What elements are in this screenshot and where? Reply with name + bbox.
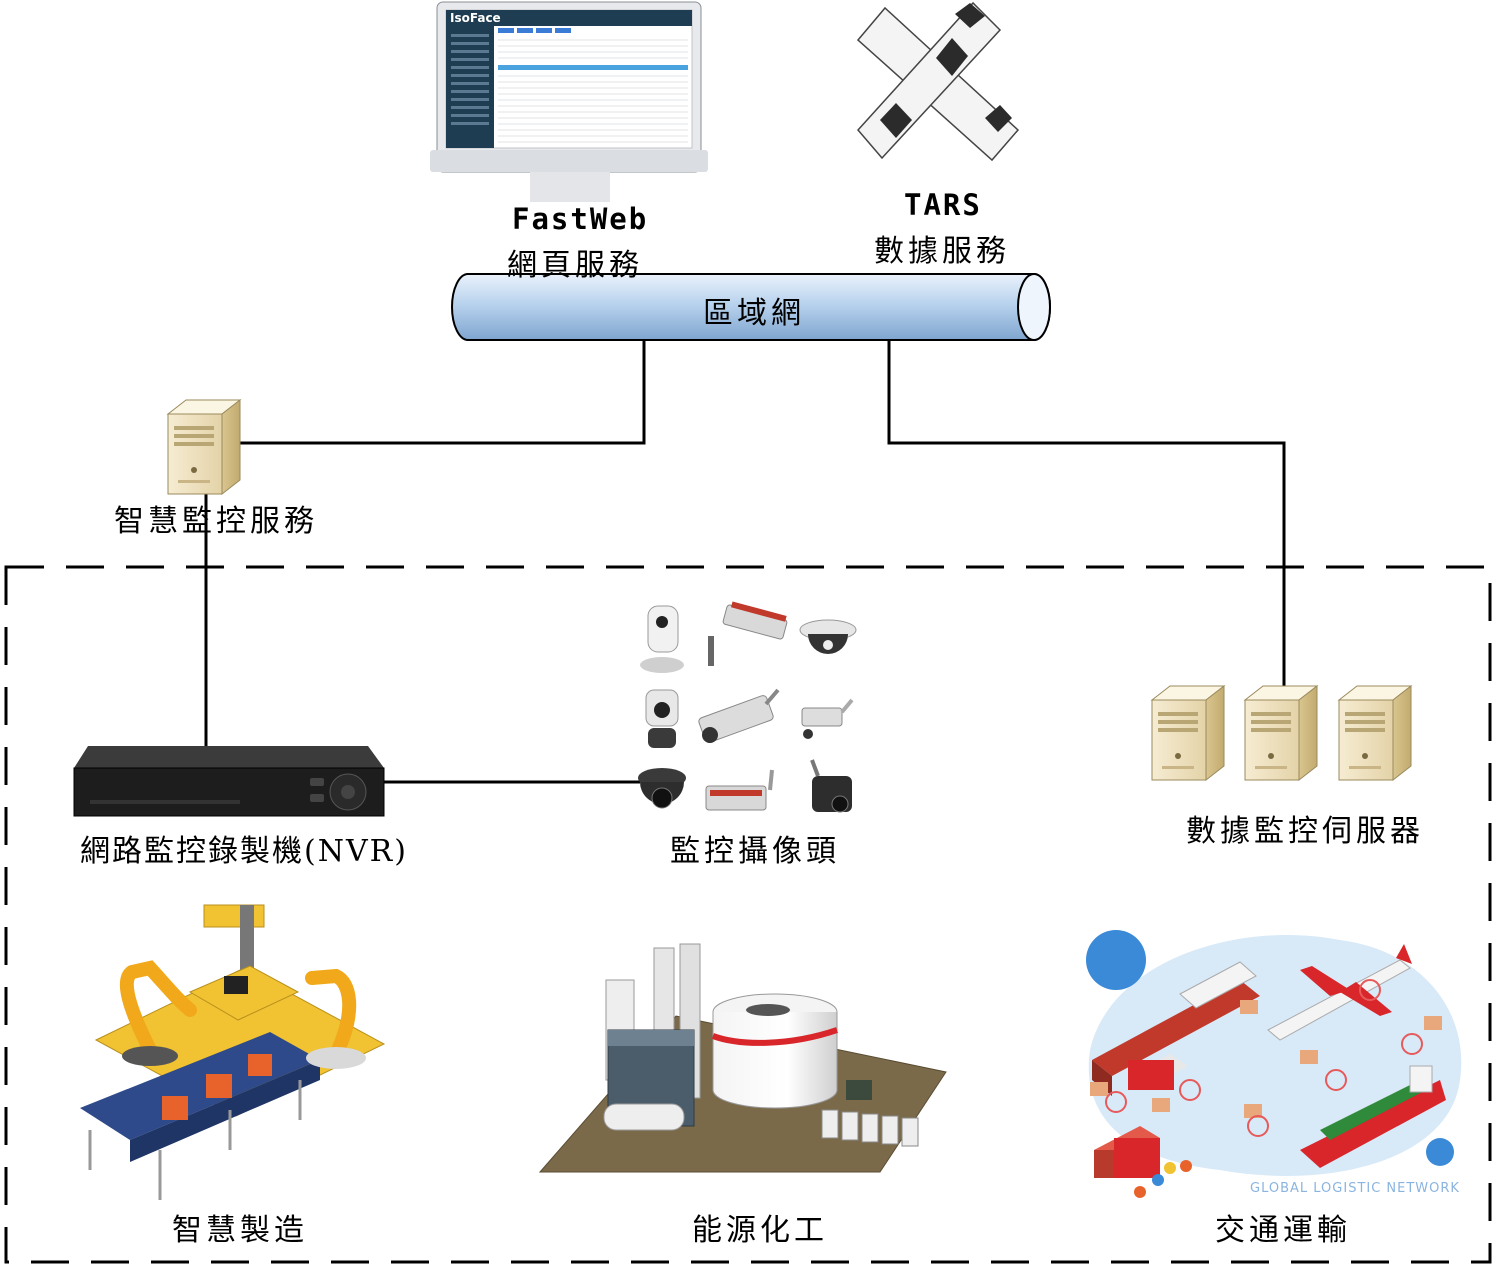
energy-chemical-illustration	[538, 943, 947, 1173]
manufacturing-label: 智慧製造	[172, 1213, 308, 1248]
fastweb-service-label: 網頁服務	[507, 248, 643, 283]
transport-label: 交通運輸	[1215, 1213, 1351, 1248]
smart-manufacturing-illustration	[80, 904, 386, 1200]
data-servers-label: 數據監控伺服器	[1186, 814, 1424, 849]
nvr-device-icon	[73, 746, 385, 817]
camera-icon-8	[705, 769, 774, 811]
camera-icon-7	[638, 768, 686, 809]
train-icon	[1092, 961, 1260, 1096]
data-server-icon-3	[1338, 685, 1412, 781]
fastweb-label: FastWeb	[512, 202, 649, 236]
tars-logo-icon	[856, 1, 1020, 162]
logistic-watermark: GLOBAL LOGISTIC NETWORK	[1250, 1181, 1460, 1196]
site-boundary	[4, 565, 1492, 1264]
fastweb-monitor-icon: IsoFace	[430, 1, 708, 202]
transport-logistics-illustration	[1086, 930, 1462, 1198]
ship-icon	[1300, 1065, 1446, 1168]
tars-service-label: 數據服務	[874, 234, 1010, 269]
truck-icon	[1128, 1054, 1188, 1090]
link-lan-data-servers	[887, 340, 1286, 688]
camera-icon-3	[799, 619, 857, 654]
data-server-icon-2	[1244, 685, 1318, 781]
camera-icon-2	[708, 601, 788, 666]
camera-grid	[638, 601, 857, 813]
smart-monitor-label: 智慧監控服務	[114, 504, 318, 539]
lan-pipe	[451, 273, 1051, 341]
camera-icon-6	[801, 698, 854, 739]
camera-icon-9	[810, 759, 852, 813]
cameras-label: 監控攝像頭	[670, 834, 840, 869]
camera-icon-4	[645, 689, 679, 748]
tars-label: TARS	[904, 188, 982, 222]
nvr-label: 網路監控錄製機(NVR)	[80, 834, 408, 869]
container-icon	[1094, 1126, 1160, 1178]
camera-icon-1	[640, 605, 684, 673]
lan-label: 區域網	[703, 296, 805, 331]
smart-monitor-server-icon	[167, 399, 241, 495]
energy-label: 能源化工	[692, 1213, 828, 1248]
camera-icon-5	[698, 688, 780, 743]
link-lan-smart-monitor	[232, 340, 646, 445]
screen-brand: IsoFace	[450, 11, 501, 25]
data-server-icon-1	[1151, 685, 1225, 781]
